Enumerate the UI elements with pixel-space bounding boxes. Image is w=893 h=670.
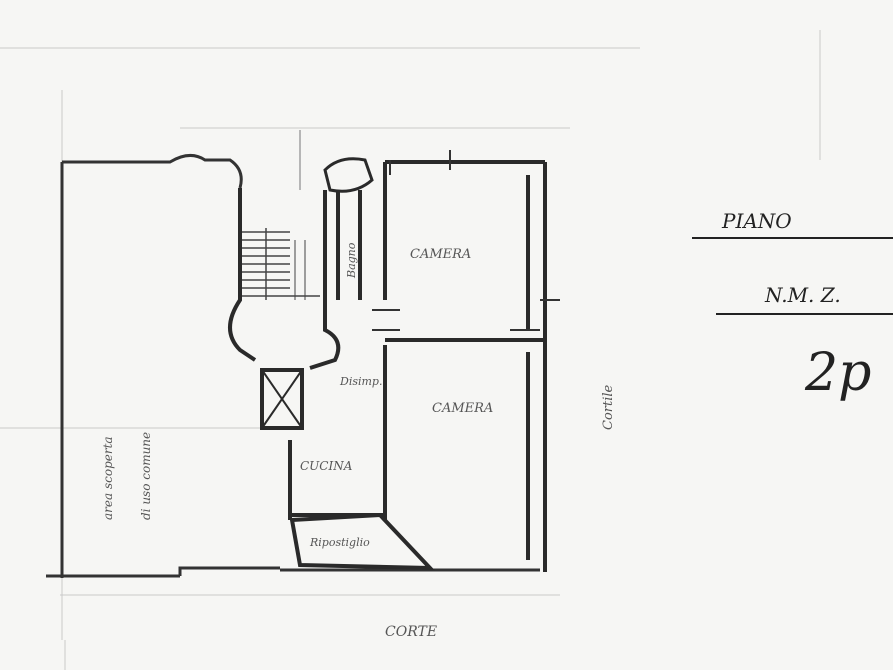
room-label-ripostiglio: Ripostiglio (309, 536, 370, 549)
site-boundary (46, 154, 540, 578)
room-label-top: CAMERA (410, 247, 471, 262)
door-marks (299, 130, 560, 331)
bottom-label: CORTE (385, 624, 437, 640)
room-label-middle: CAMERA (432, 401, 493, 416)
side-label-right: Cortile (601, 384, 616, 430)
plan-subtitle: N.M. Z. (764, 283, 841, 307)
side-label-left-2: di uso comune (139, 432, 153, 520)
room-label-disimpegno: Disimp. (339, 375, 382, 388)
room-label-bagno: Bagno (345, 242, 358, 279)
building-walls (228, 157, 547, 572)
room-label-cucina: CUCINA (300, 459, 353, 473)
plan-number: 2p (804, 343, 871, 403)
faint-scan-lines (0, 30, 821, 670)
plan-title: PIANO (721, 209, 792, 233)
side-label-left-1: area scoperta (101, 436, 115, 520)
stair-treads (242, 228, 320, 300)
